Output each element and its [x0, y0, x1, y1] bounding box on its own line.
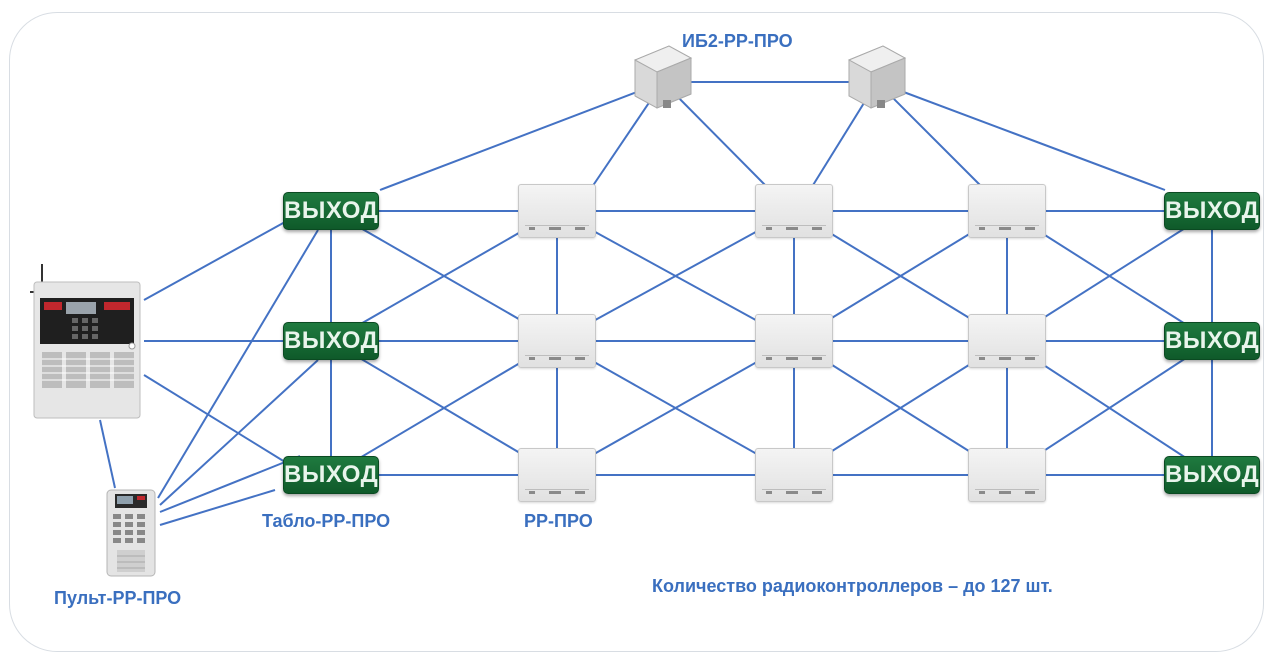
radio-link [159, 455, 301, 513]
network-diagram: ВЫХОД ВЫХОД ВЫХОД ВЫХОД ВЫХОД ВЫХОД ИБ2-РР-ПР… [9, 12, 1264, 652]
radio-controller-icon [755, 184, 833, 238]
exit-sign-icon: ВЫХОД [283, 322, 379, 360]
radio-controller-icon [968, 314, 1046, 368]
panel-icon [12, 262, 144, 420]
label-ib2: ИБ2-РР-ПРО [682, 31, 793, 51]
radio-controller-icon [968, 184, 1046, 238]
label-tablo: Табло-РР-ПРО [262, 511, 391, 531]
exit-sign-icon: ВЫХОД [1164, 322, 1260, 360]
radio-controller-icon [755, 314, 833, 368]
radio-link [99, 419, 116, 489]
radio-link [143, 374, 286, 463]
exit-sign-icon: ВЫХОД [283, 456, 379, 494]
radio-controller-icon [518, 448, 596, 502]
power-supply-module-icon [629, 42, 697, 114]
radio-link [876, 81, 986, 191]
radio-link [876, 81, 1166, 191]
label-pult: Пульт-РР-ПРО [54, 588, 182, 608]
label-count-note: Количество радиоконтроллеров – до 127 шт… [652, 576, 1053, 596]
radio-link [159, 359, 319, 506]
label-rr: РР-ПРО [524, 511, 593, 531]
radio-controller-icon [755, 448, 833, 502]
exit-sign-icon: ВЫХОД [1164, 192, 1260, 230]
exit-sign-icon: ВЫХОД [1164, 456, 1260, 494]
keypad-icon [103, 488, 159, 578]
radio-controller-icon [518, 184, 596, 238]
radio-link [157, 229, 319, 499]
radio-link [143, 221, 286, 301]
radio-link [556, 340, 795, 476]
radio-controller-icon [518, 314, 596, 368]
diagram-frame [9, 12, 1264, 652]
radio-link [159, 489, 276, 526]
radio-link [556, 210, 795, 342]
radio-controller-icon [968, 448, 1046, 502]
radio-link [662, 81, 771, 191]
exit-sign-icon: ВЫХОД [283, 192, 379, 230]
power-supply-module-icon [843, 42, 911, 114]
radio-link [379, 81, 664, 191]
